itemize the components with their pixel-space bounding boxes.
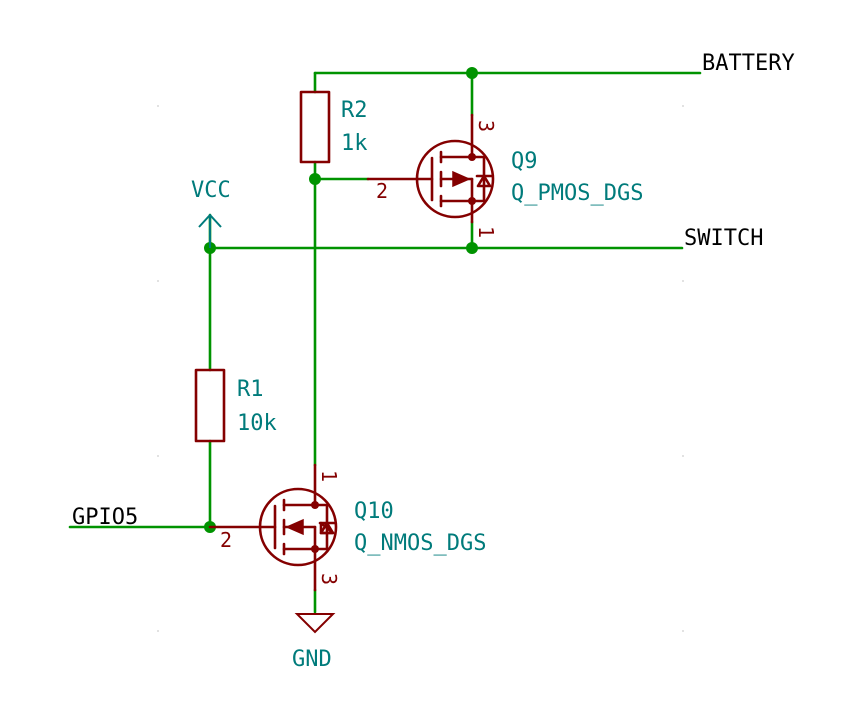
junction-gate-node bbox=[309, 173, 321, 185]
q10-value: Q_NMOS_DGS bbox=[354, 531, 486, 556]
junction-battery bbox=[466, 67, 478, 79]
grid-dots bbox=[157, 105, 684, 632]
net-label-battery: BATTERY bbox=[702, 51, 795, 76]
q9-ref: Q9 bbox=[511, 149, 538, 174]
vcc-label: VCC bbox=[191, 178, 231, 203]
q10-ref: Q10 bbox=[354, 499, 394, 524]
q10-pin-drain: 1 bbox=[317, 470, 341, 482]
r1-ref: R1 bbox=[237, 377, 264, 402]
gnd-label: GND bbox=[292, 647, 332, 672]
resistor-r2[interactable]: R2 1k bbox=[299, 90, 368, 164]
q9-pin-drain: 1 bbox=[474, 226, 498, 238]
r1-value: 10k bbox=[237, 411, 277, 436]
q10-pin-gate: 2 bbox=[220, 528, 232, 552]
resistor-r1[interactable]: R1 10k bbox=[194, 368, 277, 443]
r2-ref: R2 bbox=[341, 98, 368, 123]
net-label-gpio5: GPIO5 bbox=[72, 505, 138, 530]
q9-value: Q_PMOS_DGS bbox=[511, 181, 643, 206]
q10-pin-source: 3 bbox=[317, 573, 341, 585]
junction-switch bbox=[466, 242, 478, 254]
net-label-switch: SWITCH bbox=[684, 226, 763, 251]
q9-pin-gate: 2 bbox=[376, 179, 388, 203]
gnd-symbol[interactable]: GND bbox=[292, 613, 336, 672]
junctions bbox=[204, 67, 478, 533]
transistor-q10[interactable]: 2 1 3 Q10 Q_NMOS_DGS bbox=[208, 463, 486, 592]
transistor-q9[interactable]: 2 3 1 Q9 Q_PMOS_DGS bbox=[366, 113, 643, 238]
r2-value: 1k bbox=[341, 131, 368, 156]
vcc-symbol[interactable]: VCC bbox=[191, 178, 231, 248]
q9-pin-source: 3 bbox=[474, 120, 498, 132]
